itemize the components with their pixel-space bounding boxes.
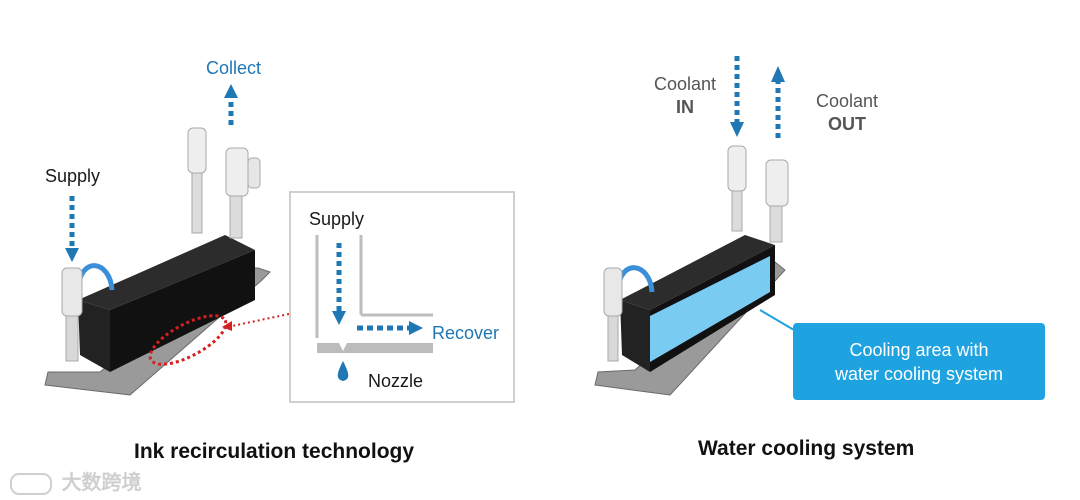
coolant-in-label: Coolant IN (653, 74, 717, 117)
nozzle-detail-box: Supply Recover Nozzle (289, 191, 515, 403)
left-connector (61, 267, 83, 317)
printhead-illustration-right (594, 56, 795, 396)
detail-recover-label: Recover (432, 323, 500, 343)
ink-droplet-icon (337, 361, 349, 381)
top-connector-2 (225, 147, 249, 197)
coolant-out-label: Coolant OUT (815, 91, 879, 134)
detail-nozzle-label: Nozzle (368, 371, 424, 391)
nozzle-plate (317, 343, 433, 353)
right-caption: Water cooling system (698, 437, 915, 460)
head-body-side (78, 300, 110, 372)
supply-tube (75, 263, 115, 291)
callout-line-1: Cooling area with (849, 339, 989, 360)
detail-pointer (231, 313, 290, 327)
cooling-area-callout: Cooling area with water cooling system (793, 323, 1045, 400)
cooling-area-glow (650, 256, 770, 362)
watermark-logo-icon (10, 472, 52, 495)
head-body-side-right (620, 300, 650, 372)
left-caption: Ink recirculation technology (134, 440, 415, 463)
callout-line-2: water cooling system (834, 363, 1004, 384)
nozzle-highlight-ellipse (148, 314, 228, 366)
head-body-top (78, 235, 255, 310)
collect-label: Collect (206, 58, 262, 78)
coolant-in-connector (727, 145, 747, 192)
callout-pointer (759, 309, 795, 331)
head-body-top-right (620, 235, 775, 310)
supply-label: Supply (45, 166, 101, 186)
head-body-front (110, 250, 255, 372)
watermark: 大数跨境 (10, 466, 142, 495)
nozzle-detail-diagram (315, 235, 433, 381)
coolant-out-connector (765, 159, 789, 207)
top-connector-1 (187, 127, 207, 174)
printhead-illustration-left (44, 84, 290, 396)
detail-supply-label: Supply (309, 209, 365, 229)
